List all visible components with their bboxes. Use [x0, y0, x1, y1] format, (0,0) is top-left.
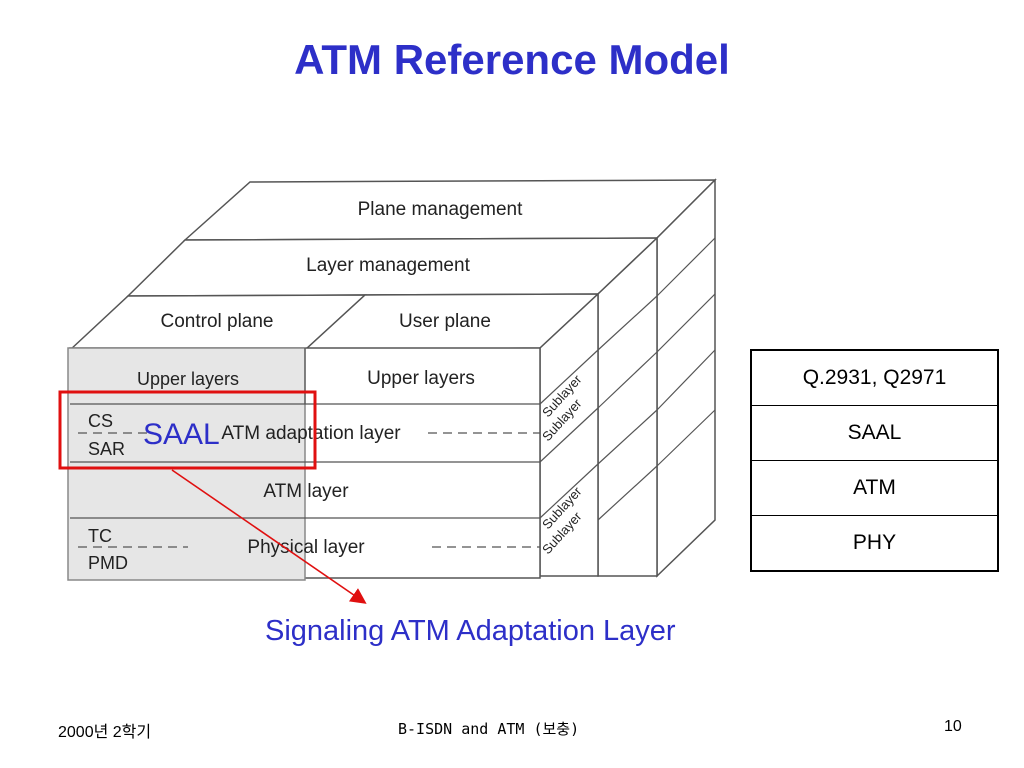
saal-caption: Signaling ATM Adaptation Layer [265, 615, 676, 647]
table-row: ATM [750, 460, 999, 516]
table-row: PHY [750, 515, 999, 572]
physical-layer-label: Physical layer [247, 537, 365, 558]
aal-label: ATM adaptation layer [221, 423, 401, 444]
atm-layer-label: ATM layer [263, 481, 349, 502]
footer-semester: 2000년 2학기 [58, 724, 152, 741]
saal-highlight-label: SAAL [143, 418, 220, 451]
slide-title: ATM Reference Model [294, 36, 730, 83]
control-plane-shade [67, 347, 306, 581]
sar-label: SAR [88, 439, 125, 459]
cs-label: CS [88, 411, 113, 431]
table-cell: SAAL [750, 405, 999, 461]
saal-highlight-box [58, 390, 317, 470]
upper-layers-user-label: Upper layers [367, 368, 475, 389]
footer-page-number: 10 [944, 718, 962, 735]
plane-management-label: Plane management [358, 199, 523, 220]
saal-arrow [171, 469, 367, 604]
table-row: SAAL [750, 405, 999, 461]
table-cell: PHY [750, 515, 999, 572]
pmd-label: PMD [88, 553, 128, 573]
table-cell: ATM [750, 460, 999, 516]
tc-label: TC [88, 526, 112, 546]
control-plane-label: Control plane [160, 311, 273, 332]
layer-management-side [597, 236, 658, 577]
footer-course: B-ISDN and ATM (보충) [398, 720, 580, 738]
table-cell: Q.2931, Q2971 [750, 349, 999, 406]
layer-management-label: Layer management [306, 255, 470, 276]
table-row: Q.2931, Q2971 [750, 349, 999, 406]
protocol-stack-table: Q.2931, Q2971 SAAL ATM PHY [750, 349, 999, 572]
user-plane-label: User plane [399, 311, 491, 332]
plane-management-side [656, 178, 716, 578]
upper-layers-control-label: Upper layers [137, 369, 239, 389]
